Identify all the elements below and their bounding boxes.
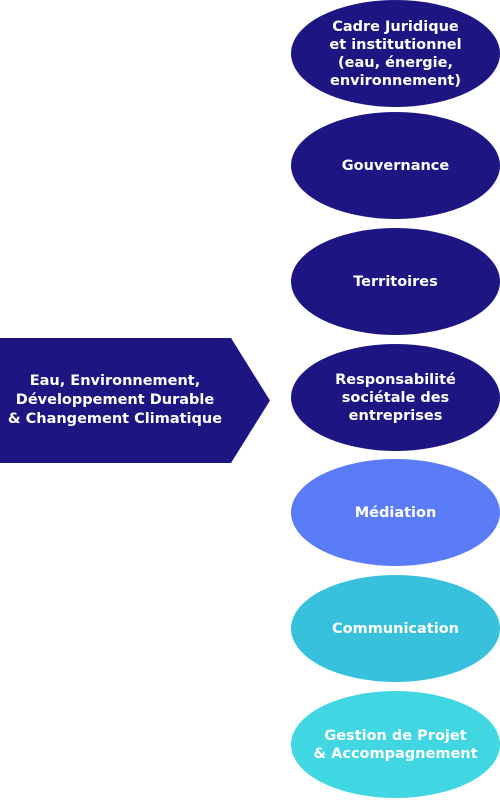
topic-label: Médiation [354, 504, 437, 521]
topic-territoires: Territoires [291, 228, 500, 335]
central-theme-arrow: Eau, Environnement, Développement Durabl… [0, 338, 270, 463]
topic-communication: Communication [291, 575, 500, 682]
topic-label: Territoires [353, 273, 438, 290]
topic-gouvernance: Gouvernance [291, 112, 500, 219]
topic-label: Gestion de Projet & Accompagnement [313, 727, 478, 762]
topic-label: Communication [331, 620, 459, 637]
topic-label: Responsabilité sociétale des entreprises [335, 371, 456, 424]
topic-label: Cadre Juridique et institutionnel (eau, … [329, 18, 462, 89]
topic-cadre-juridique: Cadre Juridique et institutionnel (eau, … [291, 0, 500, 107]
topic-responsabilite-societale: Responsabilité sociétale des entreprises [291, 344, 500, 451]
topic-mediation: Médiation [291, 459, 500, 566]
topic-gestion-de-projet: Gestion de Projet & Accompagnement [291, 691, 500, 798]
topic-label: Gouvernance [341, 157, 450, 174]
central-theme-label: Eau, Environnement, Développement Durabl… [7, 373, 223, 427]
